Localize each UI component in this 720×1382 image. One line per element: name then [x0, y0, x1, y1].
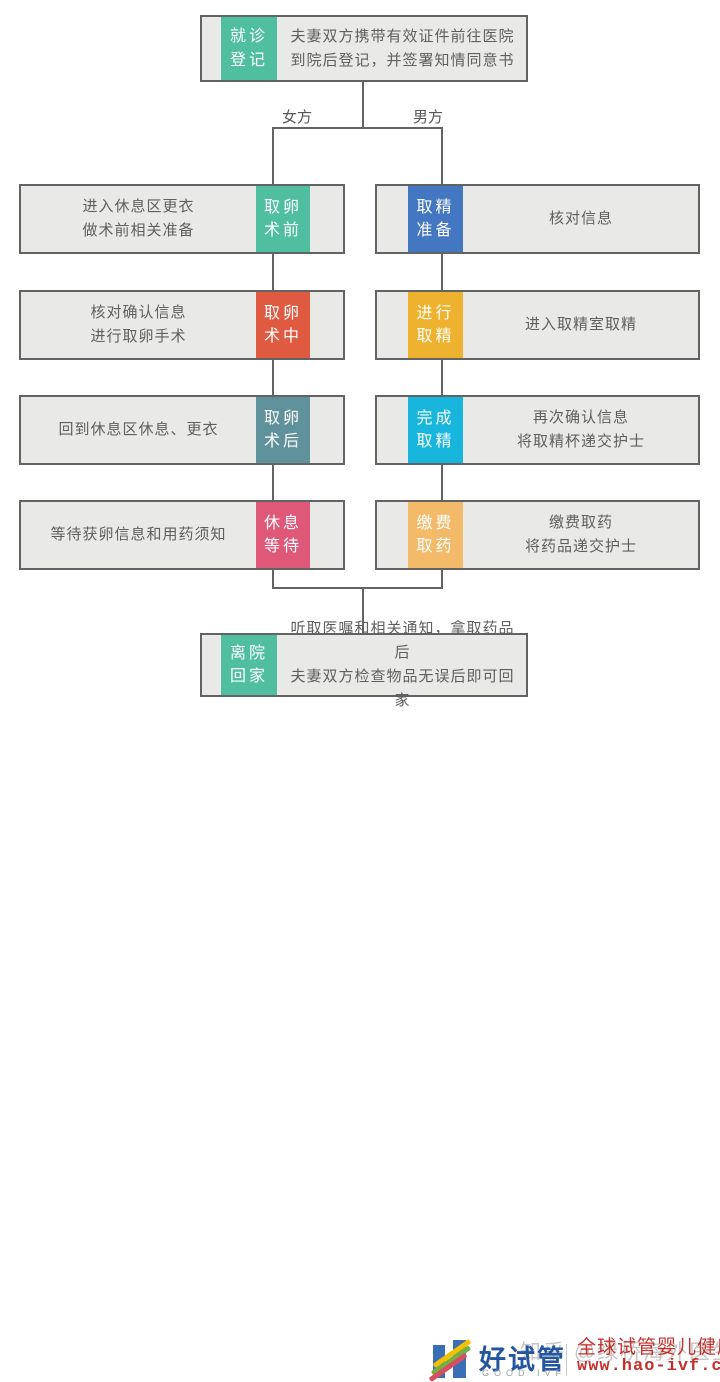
step-text-sperm-collect: 进入取精室取精	[524, 316, 637, 333]
branch-label-female: 女方	[281, 109, 312, 126]
step-text-rest-wait: 等待获卵信息和用药须知	[50, 526, 227, 543]
connector-female-1-2	[272, 254, 274, 290]
connector-female-2-3	[272, 358, 274, 395]
connector-male-3-4	[441, 463, 443, 500]
step-text-pay-medicine: 缴费取药 将药品递交护士	[524, 514, 637, 555]
connector-male-merge-drop	[441, 568, 443, 589]
step-text-egg-post: 回到休息区休息、更衣	[58, 421, 219, 438]
step-tag-egg-pre: 取卵 术前	[256, 186, 310, 252]
step-text-sperm-prep: 核对信息	[548, 210, 613, 227]
step-text-sperm-done: 再次确认信息 将取精杯递交护士	[516, 409, 645, 450]
step-box-egg-pre: 进入休息区更衣 做术前相关准备 取卵 术前	[19, 184, 345, 254]
brand-tagline: 全球试管婴儿健康平台	[577, 1337, 720, 1358]
step-box-pay-medicine: 缴费 取药 缴费取药 将药品递交护士	[375, 500, 700, 570]
step-tag-egg-post: 取卵 术后	[256, 397, 310, 463]
connector-female-merge-drop	[272, 568, 274, 589]
branch-label-male: 男方	[412, 109, 443, 126]
step-box-rest-wait: 等待获卵信息和用药须知 休息 等待	[19, 500, 345, 570]
brand-website: www.hao-ivf.com	[577, 1357, 720, 1376]
step-box-sperm-prep: 取精 准备 核对信息	[375, 184, 700, 254]
step-text-egg-pre: 进入休息区更衣 做术前相关准备	[82, 198, 195, 239]
connector-merge-horizontal	[272, 587, 443, 589]
step-text-egg-mid: 核对确认信息 进行取卵手术	[90, 304, 187, 345]
step-text-registration: 夫妻双方携带有效证件前往医院 到院后登记，并签署知情同意书	[290, 27, 515, 69]
connector-branch-horizontal	[272, 127, 443, 129]
brand-subtitle: GOOD IVF	[482, 1368, 567, 1378]
connector-female-drop	[272, 127, 274, 186]
good-ivf-logo-icon	[428, 1338, 479, 1382]
step-box-egg-post: 回到休息区休息、更衣 取卵 术后	[19, 395, 345, 465]
step-tag-sperm-collect: 进行 取精	[408, 292, 463, 358]
step-tag-leave-home: 离院 回家	[221, 635, 277, 695]
step-box-egg-mid: 核对确认信息 进行取卵手术 取卵 术中	[19, 290, 345, 360]
step-box-leave-home: 离院 回家 听取医嘱和相关通知，拿取药品后 夫妻双方检查物品无误后即可回家	[200, 620, 528, 709]
step-box-sperm-collect: 进行 取精 进入取精室取精	[375, 290, 700, 360]
step-box-registration: 就诊 登记 夫妻双方携带有效证件前往医院 到院后登记，并签署知情同意书	[200, 15, 528, 82]
step-tag-egg-mid: 取卵 术中	[256, 292, 310, 358]
step-tag-sperm-done: 完成 取精	[408, 397, 463, 463]
step-tag-registration: 就诊 登记	[221, 17, 277, 80]
step-tag-rest-wait: 休息 等待	[256, 502, 310, 568]
connector-male-drop	[441, 127, 443, 186]
connector-stem-top	[362, 82, 364, 128]
connector-female-3-4	[272, 463, 274, 500]
footer-brand-area: 知乎 @绿桥海外医生 好试管 GOOD IVF 全球试管婴儿健康平台 www.h…	[0, 660, 720, 1382]
step-tag-sperm-prep: 取精 准备	[408, 186, 463, 252]
ivf-process-flowchart: 女方 男方 就诊 登记 夫妻双方携带有效证件前往医院 到院后登记，并签署知情同意…	[0, 15, 720, 1382]
connector-male-2-3	[441, 358, 443, 395]
step-tag-pay-medicine: 缴费 取药	[408, 502, 463, 568]
connector-stem-bottom	[362, 587, 364, 633]
step-box-sperm-done: 完成 取精 再次确认信息 将取精杯递交护士	[375, 395, 700, 465]
connector-male-1-2	[441, 254, 443, 290]
